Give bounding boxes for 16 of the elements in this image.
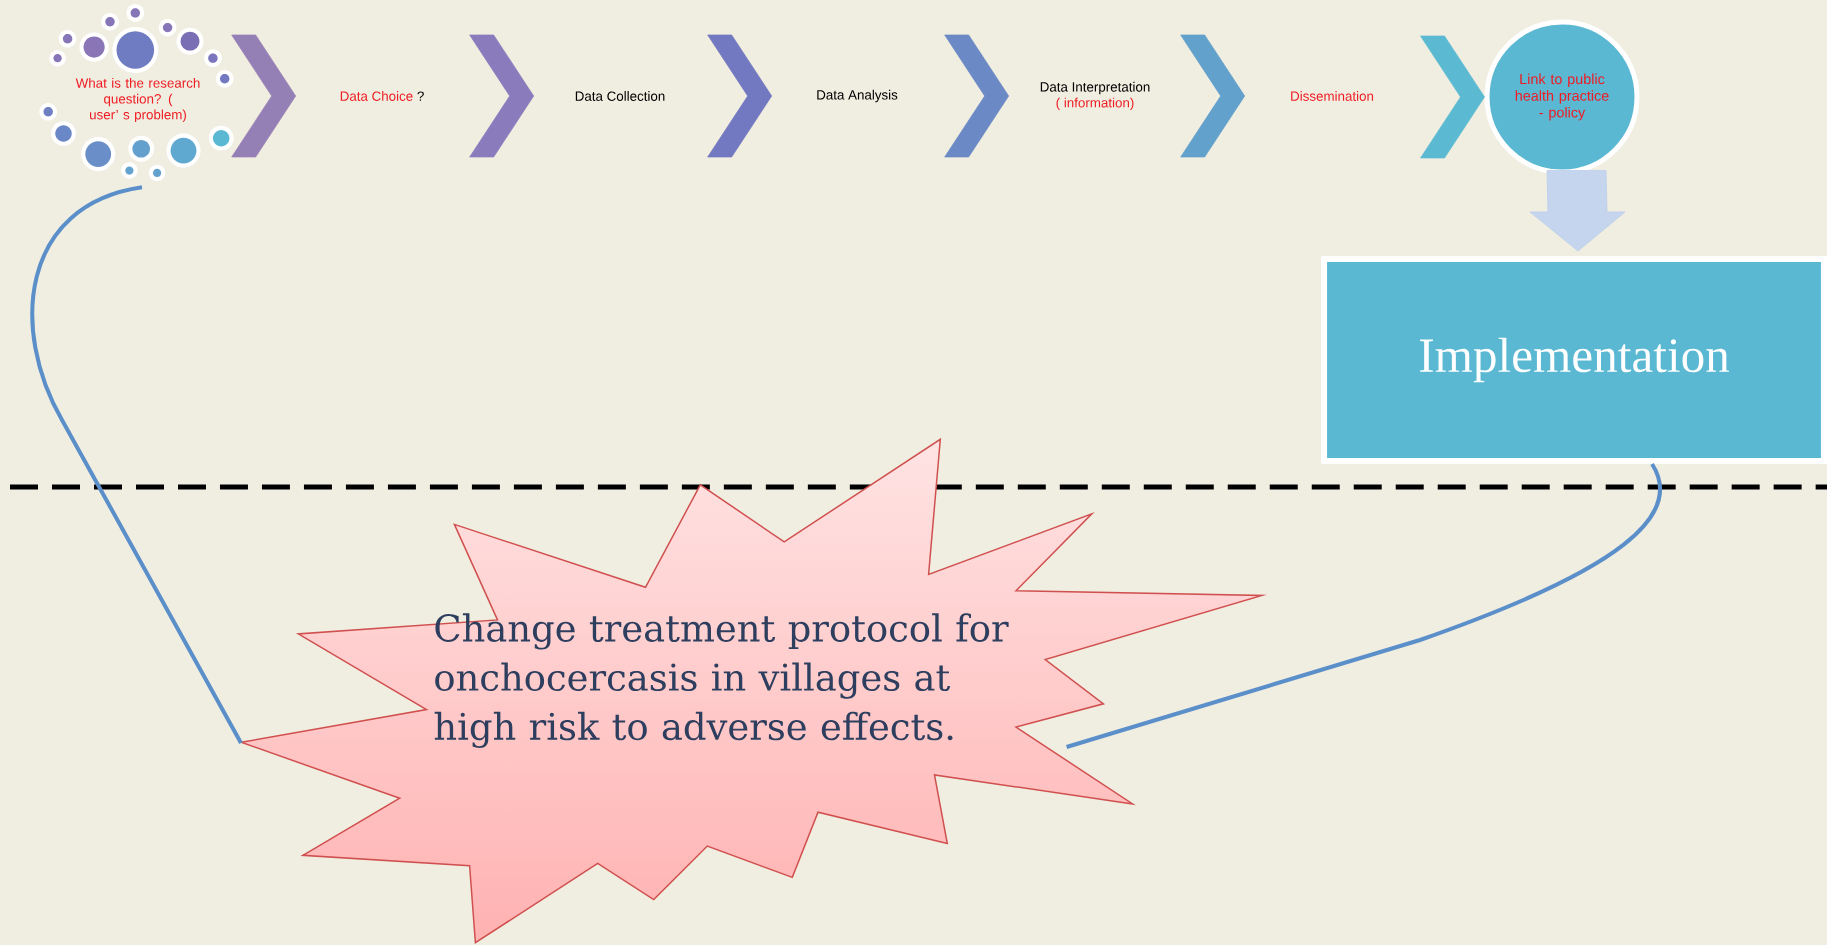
chevron-arrow: [944, 34, 1009, 158]
step-label: Data Interpretation ( information): [1040, 81, 1150, 111]
implementation-box: Implementation: [1321, 256, 1827, 464]
chevron-arrow: [707, 34, 772, 158]
connector-line: [30, 185, 243, 744]
connector-line: [1066, 463, 1662, 749]
chevron-arrow: [231, 34, 297, 158]
chevron-arrow: [1420, 35, 1485, 159]
chevron-arrow: [469, 34, 534, 158]
step-label: Dissemination: [1291, 91, 1374, 101]
step-label: Data Collection: [575, 91, 665, 101]
step-label: Data Choice ?: [340, 91, 424, 101]
chevron-arrow: [1180, 34, 1245, 158]
question-text: What is the research question? ( user’ s problem): [75, 77, 200, 123]
down-arrow: [1529, 170, 1626, 252]
step-label: Data Analysis: [817, 89, 898, 103]
